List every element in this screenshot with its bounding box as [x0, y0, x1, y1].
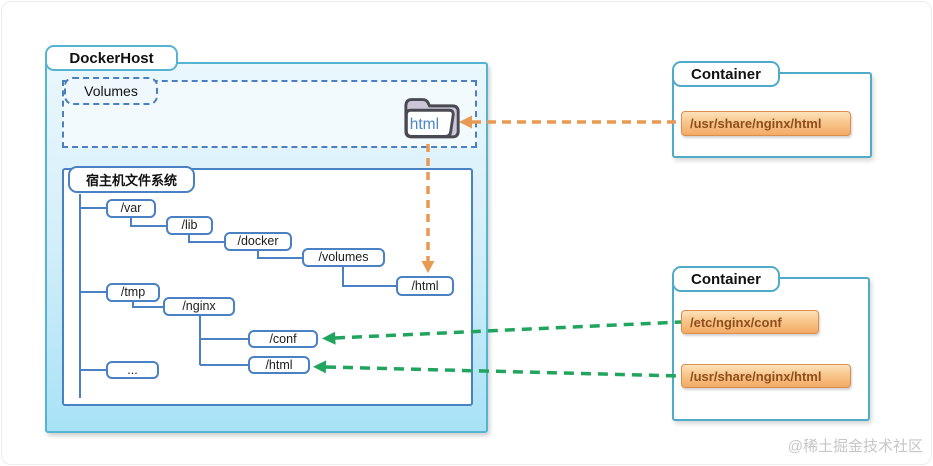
container-2-mount-conf: /etc/nginx/conf: [681, 310, 819, 334]
tree-node-var: /var: [106, 199, 156, 218]
container-1-mount-html: /usr/share/nginx/html: [681, 111, 851, 136]
tree-node-more: ...: [106, 361, 159, 379]
folder-label: html: [410, 116, 439, 133]
volumes-title: Volumes: [64, 77, 158, 105]
tree-node-volumes-html: /html: [396, 276, 454, 296]
docker-host-title: DockerHost: [45, 45, 178, 71]
container-1-title: Container: [672, 61, 780, 87]
container-2-box: [672, 277, 870, 421]
tree-node-lib: /lib: [166, 216, 213, 235]
container-2-title: Container: [672, 266, 780, 292]
tree-node-volumes: /volumes: [302, 248, 385, 267]
watermark: @稀土掘金技术社区: [787, 438, 923, 455]
tree-node-tmp: /tmp: [106, 283, 160, 302]
tree-node-docker: /docker: [224, 232, 292, 251]
tree-node-nginx-html: /html: [248, 356, 310, 374]
host-filesystem-title: 宿主机文件系统: [68, 166, 195, 193]
tree-node-conf: /conf: [248, 330, 318, 348]
container-2-mount-html: /usr/share/nginx/html: [681, 364, 851, 388]
html-volume-folder-icon: html: [404, 98, 460, 139]
tree-node-nginx: /nginx: [163, 297, 235, 316]
